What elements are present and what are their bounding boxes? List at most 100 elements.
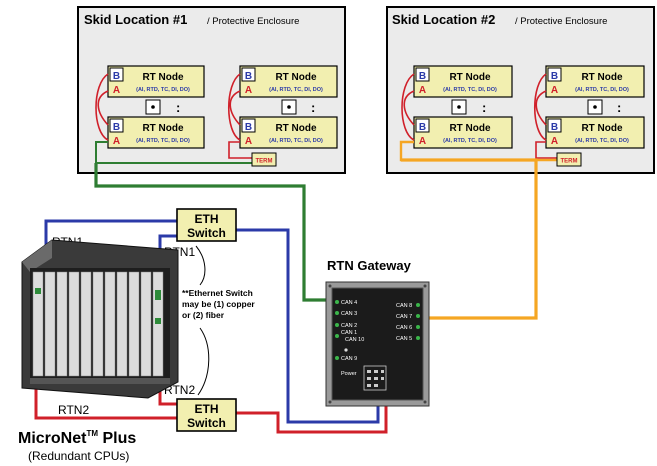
can-port-label: CAN 4 (341, 300, 357, 306)
rt-node-io: (AI, RTD, TC, DI, DO) (136, 87, 190, 93)
rt-node-title: RT Node (275, 123, 317, 134)
ethernet-ports (363, 365, 387, 391)
rt-node: B A RT Node (AI, RTD, TC, DI, DO) (545, 65, 645, 98)
gateway-title: RTN Gateway (327, 258, 412, 273)
rt-node-title: RT Node (142, 123, 184, 134)
port-a-label: A (113, 85, 120, 96)
ellipsis-dots: : (311, 100, 315, 115)
rt-node-title: RT Node (581, 123, 623, 134)
eth-switch-bottom: ETH Switch (176, 398, 237, 432)
port-b-box (415, 67, 430, 82)
port-b-box (109, 67, 124, 82)
micronet-chassis (21, 239, 179, 399)
note-bracket (197, 327, 210, 396)
ethernet-note: **Ethernet Switch (182, 288, 253, 298)
rtn2-label: RTN2 (164, 383, 195, 397)
ellipsis-dots: : (617, 100, 621, 115)
red-loop-wire (95, 73, 109, 141)
ethernet-note: or (2) fiber (182, 310, 225, 320)
rt-node-title: RT Node (581, 72, 623, 83)
port-b-label: B (113, 122, 120, 133)
red-rtn2-cable (34, 382, 177, 420)
green-can-cable (94, 163, 332, 302)
port-b-box (547, 118, 562, 133)
port-b-label: B (245, 122, 252, 133)
note-bracket (195, 245, 206, 286)
can-port-label: CAN 8 (396, 303, 412, 309)
port-a-label: A (245, 85, 252, 96)
can-port-label: CAN 7 (396, 314, 412, 320)
ellipsis-dots: : (176, 100, 180, 115)
ethernet-note: may be (1) copper (182, 299, 255, 309)
eth-switch-top: ETH Switch (176, 208, 237, 242)
red-loop-wire (229, 90, 241, 126)
skid-1-subtitle: / Protective Enclosure (207, 16, 299, 27)
rt-node-title: RT Node (275, 72, 317, 83)
port-b-label: B (245, 71, 252, 82)
port-b-label: B (113, 71, 120, 82)
skid-2-subtitle: / Protective Enclosure (515, 16, 607, 27)
rt-node-io: (AI, RTD, TC, DI, DO) (136, 138, 190, 144)
port-a-label: A (419, 85, 426, 96)
port-a-label: A (113, 136, 120, 147)
rt-node-io: (AI, RTD, TC, DI, DO) (269, 87, 323, 93)
can-port-label: CAN 10 (345, 337, 364, 343)
port-b-label: B (419, 122, 426, 133)
micronet-title: MicroNetTM Plus (18, 429, 136, 447)
micronet-subtitle: (Redundant CPUs) (28, 449, 129, 463)
can-port-label: CAN 1 (341, 330, 357, 336)
red-loop-wire (227, 73, 241, 141)
eth-switch-label: ETH (195, 212, 219, 226)
rtn2-label: RTN2 (58, 403, 89, 417)
term-block (556, 152, 582, 167)
can-port-label: CAN 6 (396, 325, 412, 331)
eth-switch-sublabel: Switch (187, 416, 226, 430)
rt-node: B A RT Node (AI, RTD, TC, DI, DO) (107, 65, 205, 98)
port-b-label: B (551, 122, 558, 133)
term-label: TERM (561, 159, 578, 165)
term-label: TERM (256, 159, 273, 165)
orange-can-cable (401, 158, 538, 320)
skid-2-title: Skid Location #2 (392, 12, 495, 27)
rt-node-io: (AI, RTD, TC, DI, DO) (443, 87, 497, 93)
rt-node-title: RT Node (449, 123, 491, 134)
port-b-box (241, 67, 256, 82)
port-b-box (547, 67, 562, 82)
skid-location-2: Skid Location #2 / Protective Enclosure … (386, 6, 655, 174)
can-port-label: CAN 5 (396, 336, 412, 342)
power-label: Power (341, 371, 357, 377)
rtn-gateway: CAN 4 CAN 3 CAN 2 CAN 1 CAN 10 CAN 9 CAN… (325, 281, 430, 407)
port-b-box (415, 118, 430, 133)
rt-node: B A RT Node (AI, RTD, TC, DI, DO) (413, 116, 513, 149)
eth-switch-label: ETH (195, 402, 219, 416)
rt-node-io: (AI, RTD, TC, DI, DO) (575, 138, 629, 144)
rt-node-io: (AI, RTD, TC, DI, DO) (443, 138, 497, 144)
port-a-label: A (245, 136, 252, 147)
rt-node-title: RT Node (449, 72, 491, 83)
can-port-label: CAN 3 (341, 311, 357, 317)
port-b-box (109, 118, 124, 133)
port-a-label: A (419, 136, 426, 147)
rt-node: B A RT Node (AI, RTD, TC, DI, DO) (107, 116, 205, 149)
rt-node-io: (AI, RTD, TC, DI, DO) (575, 87, 629, 93)
port-a-label: A (551, 85, 558, 96)
skid-location-1: Skid Location #1 / Protective Enclosure … (77, 6, 346, 174)
rt-node: B A RT Node (AI, RTD, TC, DI, DO) (413, 65, 513, 98)
rt-node: B A RT Node (AI, RTD, TC, DI, DO) (239, 65, 338, 98)
port-b-label: B (551, 71, 558, 82)
eth-switch-sublabel: Switch (187, 226, 226, 240)
ellipsis-dots: : (482, 100, 486, 115)
skid-1-title: Skid Location #1 (84, 12, 187, 27)
port-b-label: B (419, 71, 426, 82)
rt-node-io: (AI, RTD, TC, DI, DO) (269, 138, 323, 144)
port-a-label: A (551, 136, 558, 147)
can-port-label: CAN 9 (341, 356, 357, 362)
port-b-box (241, 118, 256, 133)
rt-node: B A RT Node (AI, RTD, TC, DI, DO) (545, 116, 645, 149)
red-loop-wire (97, 90, 109, 126)
rt-node-title: RT Node (142, 72, 184, 83)
rt-node: B A RT Node (AI, RTD, TC, DI, DO) (239, 116, 338, 149)
can-port-label: CAN 2 (341, 323, 357, 329)
red-rtn2-cable (236, 396, 388, 434)
